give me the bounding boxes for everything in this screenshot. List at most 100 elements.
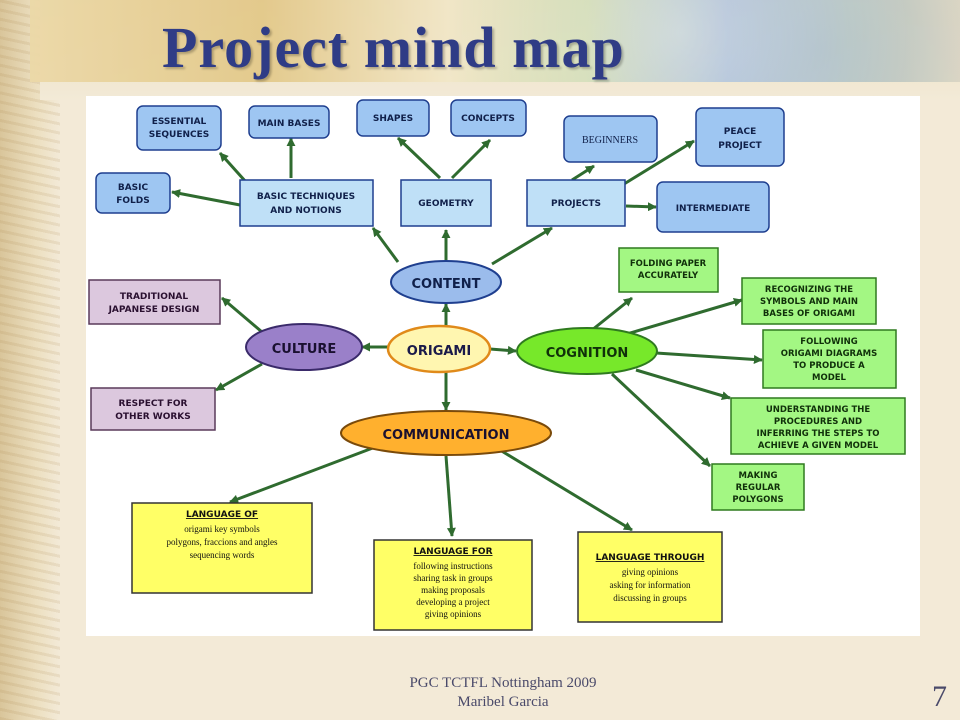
svg-text:SHAPES: SHAPES <box>373 114 413 124</box>
svg-text:AND NOTIONS: AND NOTIONS <box>270 206 341 216</box>
svg-text:BASIC: BASIC <box>118 183 149 193</box>
arrow-content-basic <box>371 227 400 263</box>
arrow-cognition-understanding <box>635 368 731 401</box>
svg-text:PROJECTS: PROJECTS <box>551 199 601 209</box>
arrow-culture-traditional <box>221 296 263 334</box>
node-content: CONTENT <box>390 260 502 304</box>
node-understanding-procedures: UNDERSTANDING THE PROCEDURES AND INFERRI… <box>730 397 906 455</box>
connector-arrows <box>171 136 763 537</box>
node-concepts: CONCEPTS <box>450 99 527 137</box>
svg-text:sequencing words: sequencing words <box>190 550 255 560</box>
node-shapes: SHAPES <box>356 99 430 137</box>
paper-texture-left <box>0 0 60 720</box>
node-traditional-japanese-design: TRADITIONAL JAPANESE DESIGN <box>88 279 221 325</box>
node-beginners: BEGINNERS <box>563 115 658 163</box>
svg-text:LANGUAGE FOR: LANGUAGE FOR <box>413 547 492 557</box>
footer-line-2: Maribel Garcia <box>457 694 549 710</box>
arrow-basic-basicfolds <box>171 189 241 207</box>
node-making-polygons: MAKING REGULAR POLYGONS <box>711 463 805 511</box>
svg-text:polygons, fraccions and angles: polygons, fraccions and angles <box>167 537 278 547</box>
svg-text:following instructions: following instructions <box>413 561 493 571</box>
arrow-origami-cognition <box>489 345 517 355</box>
node-geometry: GEOMETRY <box>400 179 492 227</box>
svg-text:POLYGONS: POLYGONS <box>732 495 783 505</box>
svg-text:GEOMETRY: GEOMETRY <box>418 199 474 209</box>
svg-text:RESPECT FOR: RESPECT FOR <box>119 399 188 409</box>
slide-footer: PGC TCTFL Nottingham 2009 Maribel Garcia <box>368 674 638 712</box>
svg-text:giving opinions: giving opinions <box>622 567 679 577</box>
svg-text:CONCEPTS: CONCEPTS <box>461 114 515 124</box>
svg-text:ACHIEVE A GIVEN MODEL: ACHIEVE A GIVEN MODEL <box>758 441 879 451</box>
arrow-comm-language-of <box>229 444 379 504</box>
node-language-for: LANGUAGE FOR following instructions shar… <box>373 539 533 631</box>
svg-text:BASIC TECHNIQUES: BASIC TECHNIQUES <box>257 192 355 202</box>
node-projects: PROJECTS <box>526 179 626 227</box>
node-culture: CULTURE <box>245 323 363 371</box>
node-main-bases: MAIN BASES <box>248 105 330 139</box>
svg-text:ORIGAMI: ORIGAMI <box>407 344 471 359</box>
node-essential-sequences: ESSENTIAL SEQUENCES <box>136 105 222 151</box>
arrow-comm-language-for <box>444 455 456 537</box>
node-language-of: LANGUAGE OF origami key symbols polygons… <box>131 502 313 594</box>
svg-text:origami key symbols: origami key symbols <box>184 524 260 534</box>
node-language-through: LANGUAGE THROUGH giving opinions asking … <box>577 531 723 623</box>
svg-text:JAPANESE DESIGN: JAPANESE DESIGN <box>108 305 200 315</box>
arrow-projects-beginners <box>571 164 595 182</box>
svg-text:sharing task in groups: sharing task in groups <box>413 573 493 583</box>
svg-text:CONTENT: CONTENT <box>412 277 481 292</box>
svg-text:giving opinions: giving opinions <box>425 609 482 619</box>
svg-text:OTHER WORKS: OTHER WORKS <box>115 412 191 422</box>
svg-text:developing a project: developing a project <box>416 597 490 607</box>
title-banner <box>30 0 960 82</box>
svg-text:MODEL: MODEL <box>812 373 847 383</box>
node-respect-other-works: RESPECT FOR OTHER WORKS <box>90 387 216 431</box>
svg-text:BASES OF ORIGAMI: BASES OF ORIGAMI <box>763 309 855 319</box>
arrow-cognition-folding <box>591 296 633 332</box>
svg-text:LANGUAGE OF: LANGUAGE OF <box>186 510 258 520</box>
node-intermediate: INTERMEDIATE <box>656 181 770 233</box>
node-origami: ORIGAMI <box>386 324 492 374</box>
node-cognition: COGNITION <box>516 327 658 375</box>
slide-title: Project mind map <box>162 15 625 80</box>
svg-text:INFERRING THE STEPS TO: INFERRING THE STEPS TO <box>757 429 880 439</box>
svg-text:asking for information: asking for information <box>610 580 691 590</box>
svg-text:CULTURE: CULTURE <box>272 342 337 357</box>
svg-text:REGULAR: REGULAR <box>736 483 781 493</box>
svg-text:MAKING: MAKING <box>739 471 778 481</box>
svg-text:FOLDS: FOLDS <box>116 196 150 206</box>
node-peace-project: PEACE PROJECT <box>695 107 785 167</box>
node-communication: COMMUNICATION <box>340 410 552 456</box>
svg-text:RECOGNIZING THE: RECOGNIZING THE <box>765 285 853 295</box>
svg-text:PROJECT: PROJECT <box>718 141 762 151</box>
arrow-geometry-shapes <box>396 136 442 180</box>
arrow-content-projects <box>491 226 553 266</box>
svg-text:TRADITIONAL: TRADITIONAL <box>120 292 188 302</box>
page-number: 7 <box>932 680 947 713</box>
footer-line-1: PGC TCTFL Nottingham 2009 <box>409 675 597 691</box>
svg-text:discussing in groups: discussing in groups <box>613 593 687 603</box>
svg-text:LANGUAGE THROUGH: LANGUAGE THROUGH <box>596 553 705 563</box>
arrow-projects-intermediate <box>625 202 657 212</box>
node-following-diagrams: FOLLOWING ORIGAMI DIAGRAMS TO PRODUCE A … <box>762 329 897 389</box>
arrow-comm-language-through <box>499 448 633 532</box>
svg-text:UNDERSTANDING THE: UNDERSTANDING THE <box>766 405 871 415</box>
svg-text:making proposals: making proposals <box>421 585 485 595</box>
svg-text:INTERMEDIATE: INTERMEDIATE <box>676 204 751 214</box>
node-basic-techniques: BASIC TECHNIQUES AND NOTIONS <box>239 179 374 227</box>
arrow-basic-essential <box>218 151 248 184</box>
arrow-cognition-recognizing <box>619 297 743 338</box>
arrow-projects-peace <box>623 139 695 186</box>
svg-text:PROCEDURES AND: PROCEDURES AND <box>774 417 862 427</box>
svg-text:ORIGAMI DIAGRAMS: ORIGAMI DIAGRAMS <box>781 349 878 359</box>
svg-text:ESSENTIAL: ESSENTIAL <box>152 117 207 127</box>
arrow-cognition-making <box>610 372 712 468</box>
arrow-culture-respect <box>215 362 263 392</box>
svg-text:COMMUNICATION: COMMUNICATION <box>383 428 510 443</box>
svg-text:SYMBOLS AND MAIN: SYMBOLS AND MAIN <box>760 297 858 307</box>
arrow-cognition-following <box>655 351 763 364</box>
svg-text:FOLDING PAPER: FOLDING PAPER <box>630 259 707 269</box>
svg-text:SEQUENCES: SEQUENCES <box>149 130 210 140</box>
node-basic-folds: BASIC FOLDS <box>95 172 171 214</box>
arrow-geometry-concepts <box>450 138 492 180</box>
